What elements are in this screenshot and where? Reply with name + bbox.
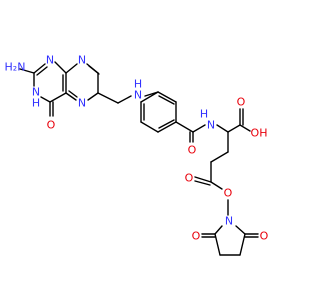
ring-nitrogen-n3-label: N [32,86,40,99]
bond [227,124,241,133]
bond [210,151,229,163]
amide-nitrogen-hydrogen: H [200,108,208,121]
bond [49,92,67,103]
bond [140,121,159,133]
bond [157,91,177,103]
bond [214,225,223,235]
bond [216,124,229,133]
atom-labels: H₂N N H N N N O N H N H O O OH O O N O O [5,54,269,243]
bond [88,65,100,75]
amide-nitrogen-label: N [207,119,215,132]
bond [68,90,78,98]
bond [40,96,51,103]
ester-oxygen-label: O [224,187,233,200]
succinimide-nitrogen-label: N [225,215,233,228]
ring-nitrogen-n8-label: N [78,54,86,67]
bond [33,63,46,74]
bond [239,233,246,256]
bond [214,233,221,256]
ring-nitrogen-n1-label: N [46,54,54,67]
bond [158,119,175,129]
linker-nitrogen-hydrogen: H [134,78,142,91]
amide-oxygen-label: O [188,144,197,157]
bonds [19,61,259,256]
succinimide-right-oxygen-label: O [260,230,269,243]
bond [87,92,99,101]
succinimide-left-oxygen-label: O [192,230,201,243]
bond [140,91,159,103]
ring-nitrogen-n5-label: N [78,97,86,110]
bond [54,61,67,74]
bond [194,176,212,183]
bond [157,121,177,133]
acid-carbonyl-oxygen-label: O [237,96,246,109]
bond [175,121,194,133]
bond [97,92,119,104]
ring-nitrogen-n3-hydrogen: H [32,97,40,110]
bond [192,124,206,133]
bond [65,92,77,101]
ester-carbonyl-oxygen-label: O [185,172,194,185]
bond [239,124,251,132]
bond [194,180,211,186]
bond [158,95,175,105]
linker-nitrogen-label: N [134,89,142,102]
molecule-structure: H₂N N H N N N O N H N H O O OH O O N O O [5,54,269,256]
bond [210,181,223,190]
amine-nh2-label: H₂N [5,61,26,74]
acid-hydroxyl-label: OH [251,127,268,140]
bond [117,95,132,104]
bond [235,225,246,235]
bond [19,68,35,74]
carbonyl-oxygen-o4-label: O [47,119,56,132]
bond [36,66,48,76]
molecule-diagram: H₂N N H N N N O N H N H O O OH O O N O O [5,54,269,256]
bond [65,63,78,74]
